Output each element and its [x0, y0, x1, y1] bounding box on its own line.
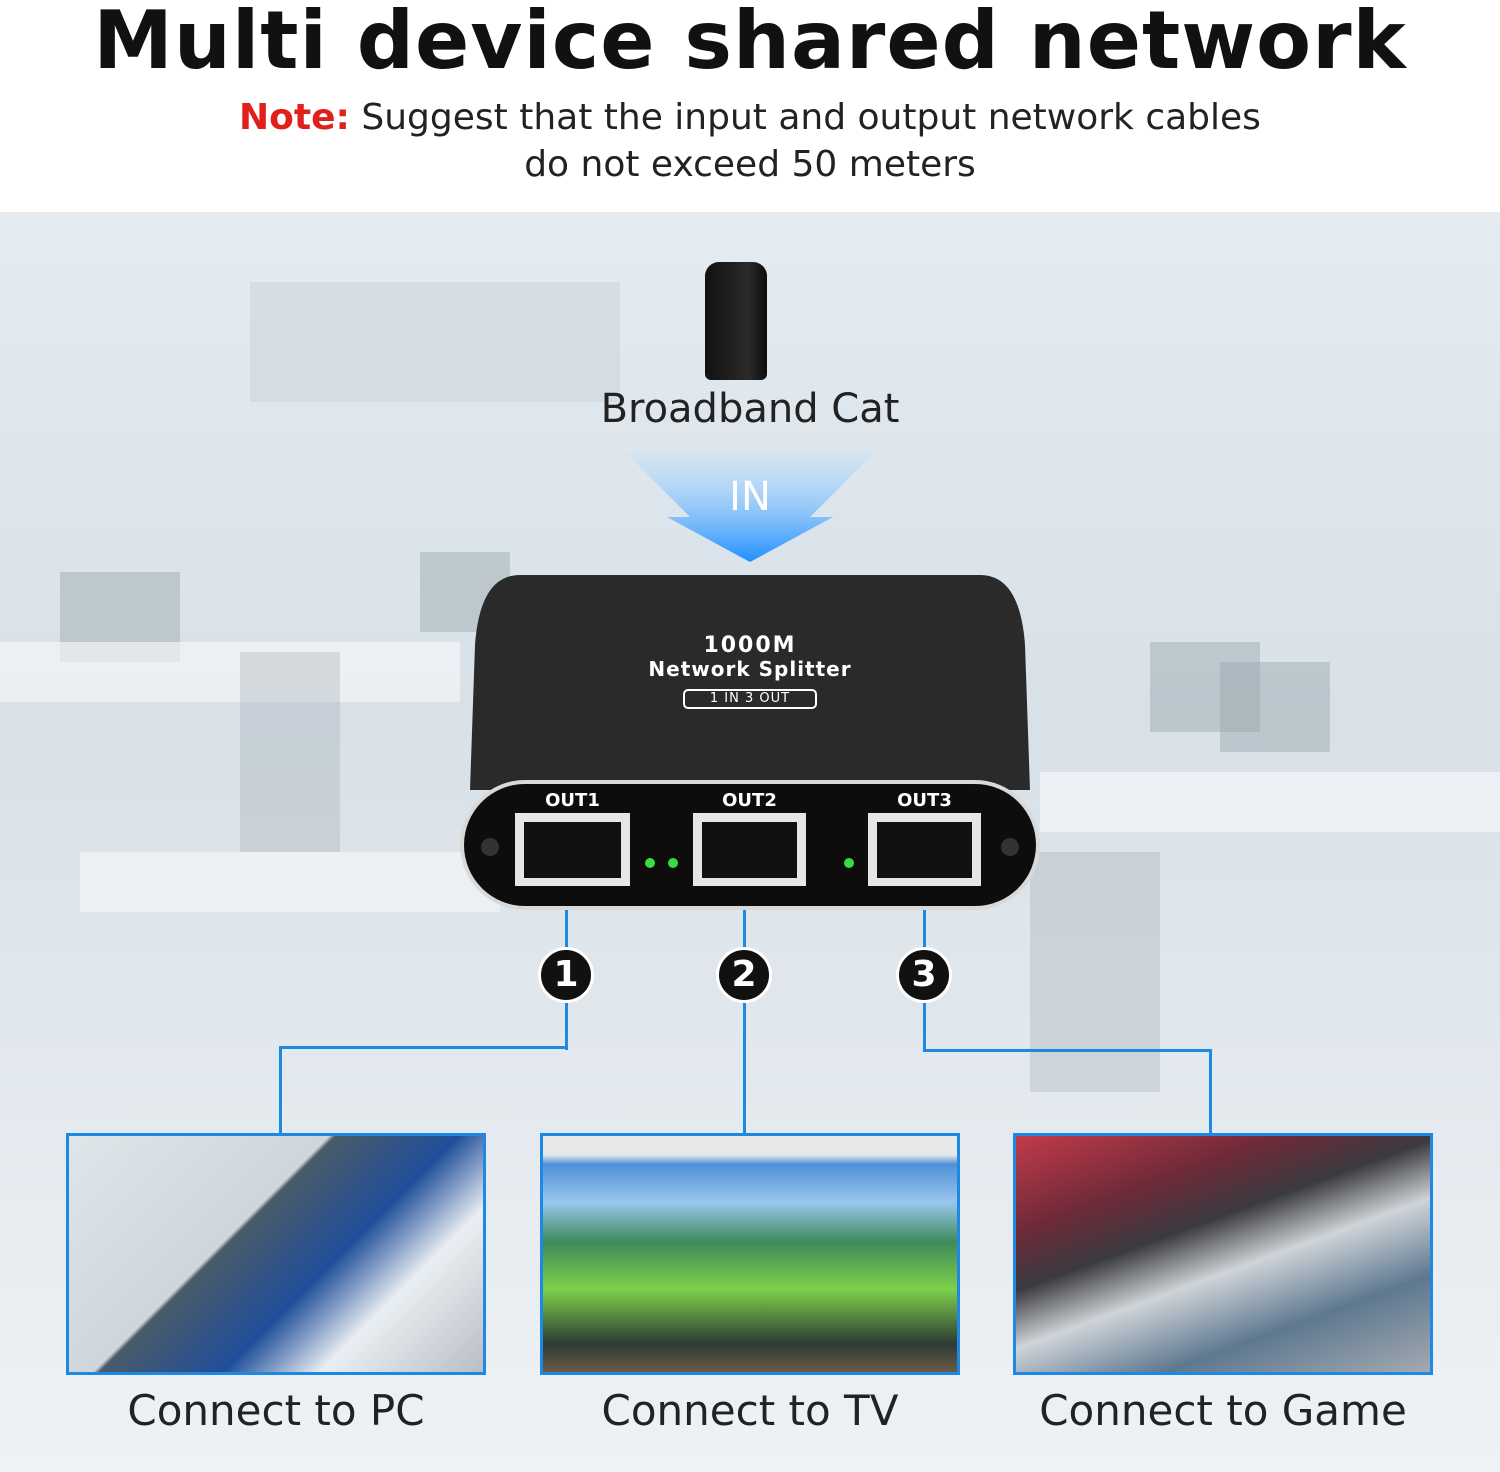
tv-photo	[540, 1133, 960, 1375]
port-label-out2: OUT2	[722, 790, 777, 811]
device-speed: 1000M	[703, 633, 797, 658]
note-text: Note: Suggest that the input and output …	[0, 94, 1500, 188]
caption-tv: Connect to TV	[601, 1386, 899, 1435]
port-label-out3: OUT3	[897, 790, 952, 811]
network-splitter: 1000M Network Splitter 1 IN 3 OUT OUT1 O…	[460, 575, 1040, 910]
note-line2: do not exceed 50 meters	[524, 144, 976, 185]
in-arrow-icon: IN	[625, 452, 875, 562]
note-label: Note:	[239, 97, 350, 138]
page-title: Multi device shared network	[93, 0, 1407, 87]
connector-line-3v	[1209, 1049, 1212, 1134]
number-badge-1: 1	[538, 947, 594, 1003]
note-line1: Suggest that the input and output networ…	[349, 97, 1261, 138]
connector-line-2	[743, 910, 746, 1134]
number-badge-3: 3	[896, 947, 952, 1003]
number-badge-2: 2	[716, 947, 772, 1003]
router-icon	[705, 262, 767, 380]
caption-game: Connect to Game	[1039, 1386, 1407, 1435]
device-badge: 1 IN 3 OUT	[683, 689, 817, 709]
device-name: Network Splitter	[648, 657, 852, 681]
connector-line-1h	[279, 1046, 568, 1049]
port-label-out1: OUT1	[545, 790, 600, 811]
in-label: IN	[729, 474, 771, 520]
pc-user-photo	[66, 1133, 486, 1375]
caption-pc: Connect to PC	[127, 1386, 425, 1435]
source-label: Broadband Cat	[600, 386, 900, 432]
connector-line-3h	[923, 1049, 1212, 1052]
gamer-photo	[1013, 1133, 1433, 1375]
splitter-body-icon	[460, 575, 1040, 910]
connector-line-1v	[279, 1046, 282, 1134]
